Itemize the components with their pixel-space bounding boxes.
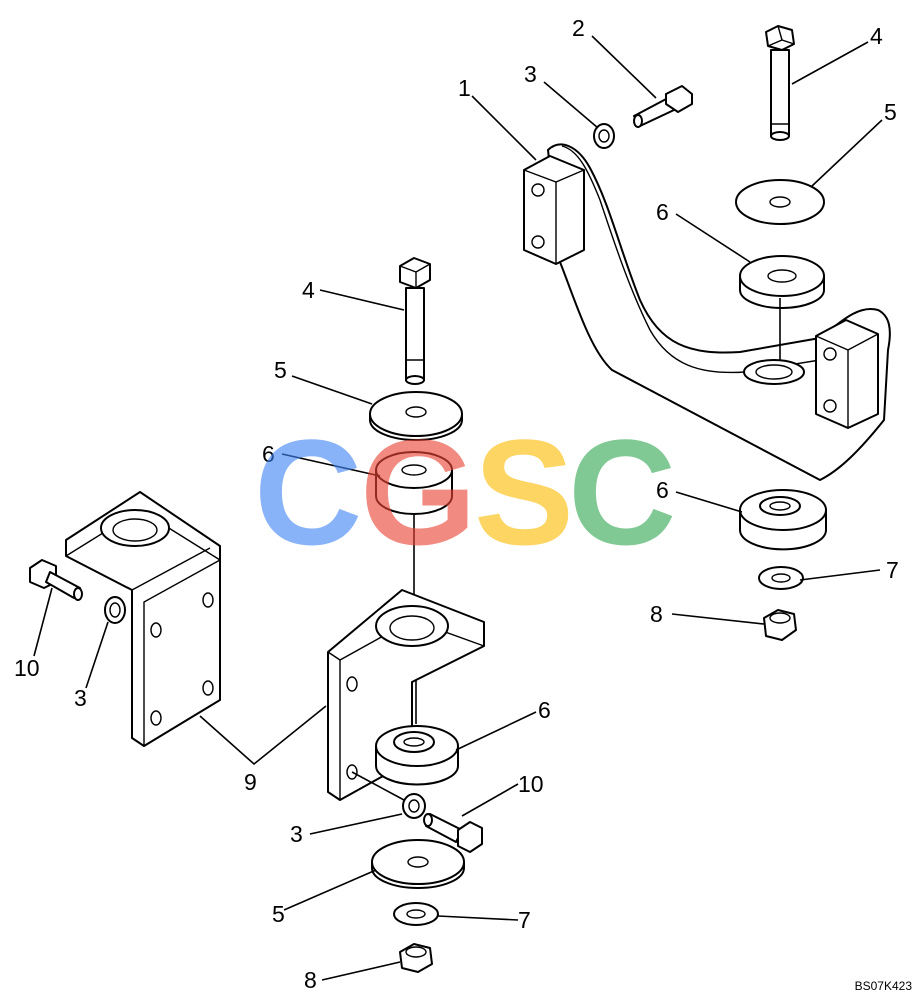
- callout-3: 3: [74, 685, 87, 711]
- flat-washer-part-5-upper-right: [735, 179, 825, 225]
- flat-washer-part-5-bottom: [371, 839, 465, 889]
- watermark-letter-g: G: [360, 408, 477, 576]
- callout-1: 1: [458, 75, 471, 101]
- callout-6: 6: [656, 477, 669, 503]
- bolt-part-2: [633, 85, 693, 128]
- bolt-part-10-left: [29, 559, 83, 601]
- callout-8: 8: [650, 601, 663, 627]
- callout-6: 6: [538, 697, 551, 723]
- lock-washer-part-3-left: [104, 596, 126, 624]
- callout-3: 3: [290, 821, 303, 847]
- callout-7: 7: [886, 557, 899, 583]
- leader-lines: [33, 35, 883, 981]
- watermark-letter-c: C: [568, 408, 676, 576]
- callout-9: 9: [244, 769, 257, 795]
- callout-4: 4: [302, 277, 315, 303]
- washer-part-7-right: [758, 566, 804, 590]
- callout-10: 10: [14, 655, 40, 681]
- callout-6: 6: [262, 441, 275, 467]
- callout-5: 5: [884, 99, 897, 125]
- lock-washer-part-3-upper: [593, 123, 615, 149]
- drawing-reference: BS07K423: [855, 979, 913, 993]
- angle-bracket-part-9-left: [65, 491, 221, 747]
- callout-10: 10: [518, 771, 544, 797]
- bolt-part-4-center: [399, 257, 431, 385]
- watermark-letter-c: C: [254, 408, 362, 576]
- washer-part-7-bottom: [393, 902, 439, 926]
- isolator-part-6-upper-right: [739, 255, 825, 309]
- bolt-part-4-upper-right: [765, 25, 795, 141]
- watermark-letter-s: S: [474, 408, 574, 576]
- angle-bracket-part-9-center: [327, 589, 485, 801]
- callout-5: 5: [272, 901, 285, 927]
- callout-5: 5: [274, 357, 287, 383]
- callout-6: 6: [656, 199, 669, 225]
- nut-part-8-bottom: [399, 943, 433, 973]
- isolator-part-6-center-upper: [375, 451, 453, 515]
- callout-labels: 1 2 3 4 5 6 6 7 8 4 5 6 10 3 9 6 10 3 5 …: [14, 15, 899, 993]
- callout-8: 8: [304, 967, 317, 993]
- callout-4: 4: [870, 23, 883, 49]
- watermark-logo: C G S C: [254, 408, 676, 576]
- nut-part-8-right: [763, 609, 797, 641]
- callout-3: 3: [524, 61, 537, 87]
- lock-washer-part-3-center: [402, 793, 426, 819]
- flat-washer-part-5-center: [369, 391, 463, 441]
- isolator-part-6-lower-right: [739, 489, 827, 551]
- isolator-part-6-center-lower: [375, 725, 459, 786]
- mount-bracket-part-1: [523, 143, 891, 481]
- bolt-part-10-center: [423, 813, 483, 853]
- callout-2: 2: [572, 15, 585, 41]
- callout-7: 7: [518, 907, 531, 933]
